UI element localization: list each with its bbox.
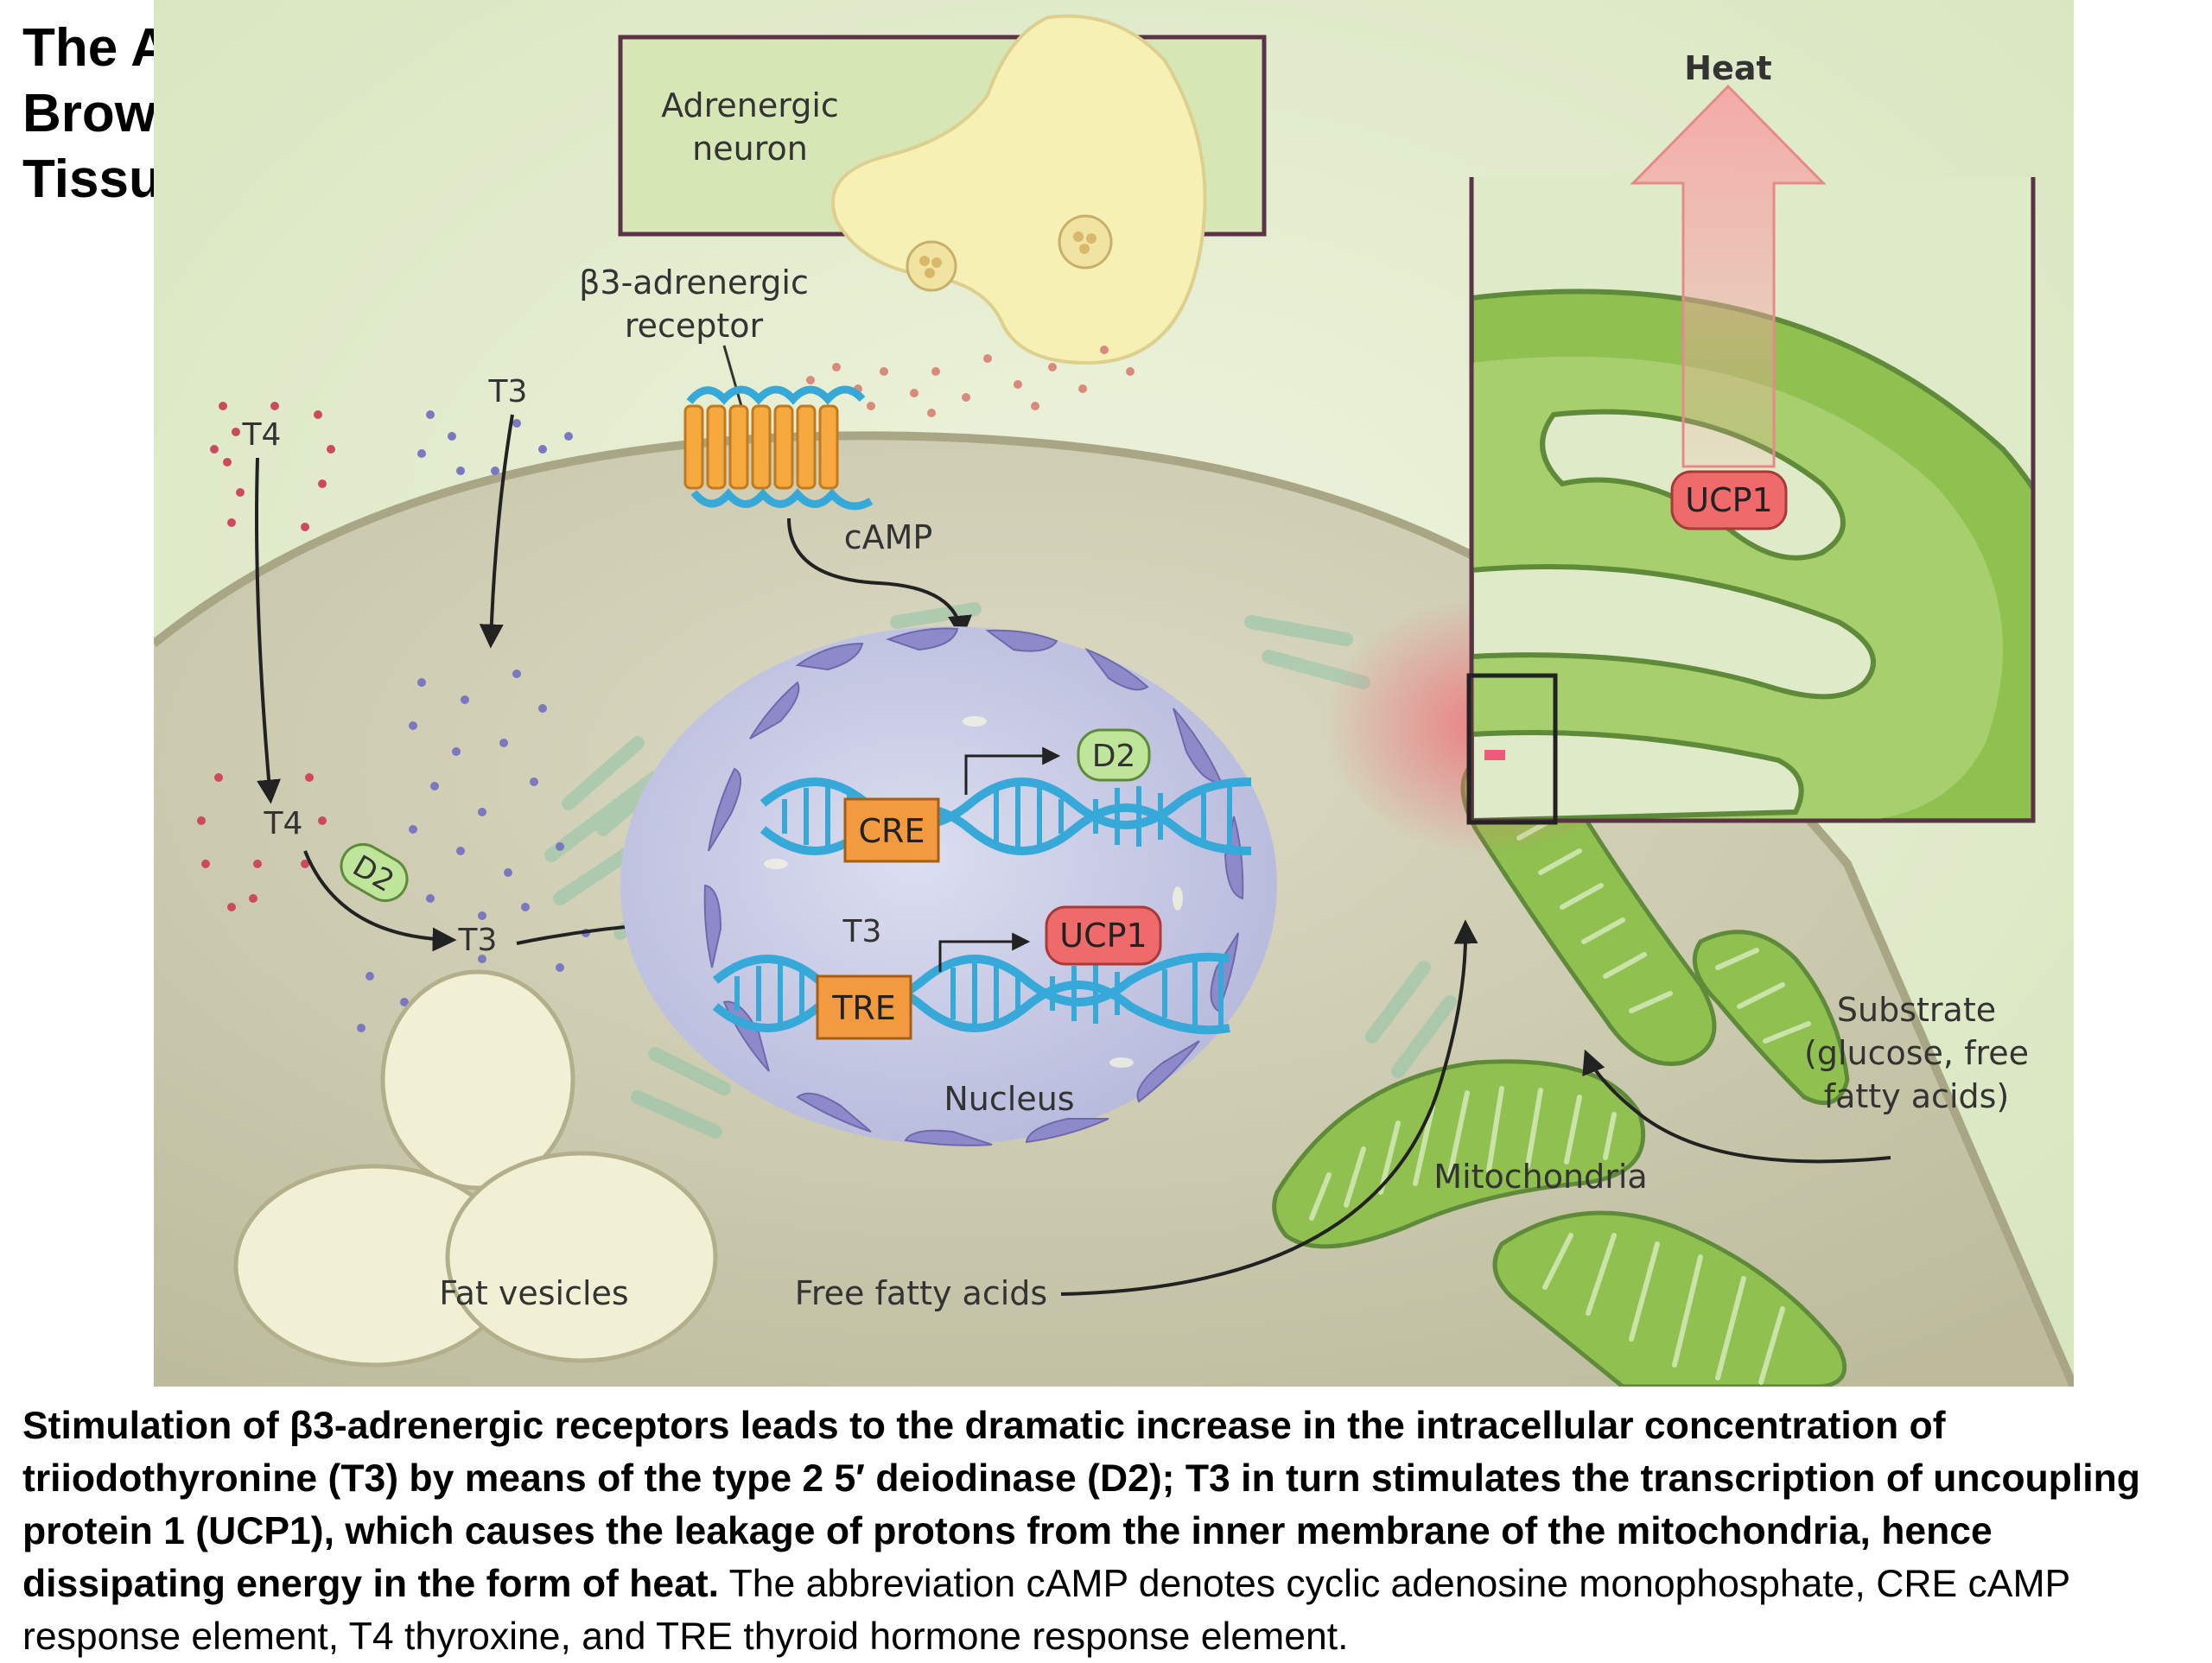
ucp1-mito-label: UCP1	[1685, 481, 1772, 519]
camp-arrow	[787, 517, 972, 640]
cre-element-box	[843, 797, 940, 863]
dna-strand-tre	[712, 952, 1230, 1035]
ucp1-product-badge	[1045, 905, 1162, 966]
figure-caption: Stimulation of β3-adrenergic receptors l…	[22, 1400, 2200, 1663]
cre-transcription-arrow	[964, 746, 1061, 795]
heat-label: Heat	[1684, 49, 1771, 87]
d2-product-badge	[1077, 728, 1151, 782]
t4-entry-arrow	[255, 457, 281, 804]
t3-entry-arrow	[479, 414, 514, 649]
nucleus-label: Nucleus	[944, 1080, 1074, 1118]
t4-mid-label: T4	[264, 806, 303, 841]
synaptic-vesicles	[906, 214, 1113, 292]
brown-adipose-diagram: Adrenergic neuron β3-adrenergic receptor…	[154, 0, 2074, 1387]
d2-enzyme-badge	[340, 843, 409, 902]
neuron-label-line1: Adrenergic	[661, 86, 839, 124]
heat-arrow	[1630, 84, 1827, 468]
substrate-arrow	[1582, 1049, 1891, 1164]
receptor-label-line2: receptor	[625, 307, 764, 345]
mitochondria-label: Mitochondria	[1433, 1158, 1647, 1196]
fat-vesicles	[233, 969, 718, 1368]
ucp1-product-label: UCP1	[1059, 917, 1147, 955]
free-fatty-acids-label: Free fatty acids	[795, 1274, 1047, 1312]
ucp1-mito-badge	[1670, 470, 1788, 530]
free-fatty-acids-arrow	[1060, 919, 1478, 1296]
substrate-label-line1: Substrate	[1837, 991, 1996, 1029]
t4-top-label: T4	[242, 417, 282, 453]
cre-label: CRE	[859, 812, 925, 850]
substrate-label-line2: (glucose, free	[1804, 1034, 2029, 1072]
t3-mid-label: T3	[458, 923, 498, 958]
adrenergic-neuron	[831, 14, 1207, 365]
beta3-adrenergic-receptor	[683, 385, 874, 511]
camp-label: cAMP	[844, 518, 933, 556]
mitochondrion-cristae-inset	[1471, 289, 2033, 821]
tre-element-box	[816, 974, 912, 1040]
caption-bold: Stimulation of β3-adrenergic receptors l…	[22, 1405, 2140, 1605]
inset-frame	[1469, 177, 2036, 823]
d2-product-label: D2	[1092, 739, 1136, 774]
tre-transcription-arrow	[938, 932, 1031, 972]
substrate-label-line3: fatty acids)	[1824, 1077, 2010, 1115]
tre-label: TRE	[831, 989, 896, 1027]
t4-to-t3-arrow	[303, 850, 457, 952]
receptor-label-line1: β3-adrenergic	[579, 263, 809, 301]
caption-normal: The abbreviation cAMP denotes cyclic ade…	[22, 1563, 2070, 1658]
t4-dots	[197, 402, 335, 911]
fat-vesicles-label: Fat vesicles	[439, 1274, 628, 1312]
t3-nucleus-label: T3	[842, 914, 882, 949]
inset-source-marker	[1466, 673, 1558, 825]
neuron-label-line2: neuron	[692, 130, 808, 168]
neurotransmitter-dots	[806, 346, 1135, 417]
t3-top-label: T3	[488, 374, 528, 409]
